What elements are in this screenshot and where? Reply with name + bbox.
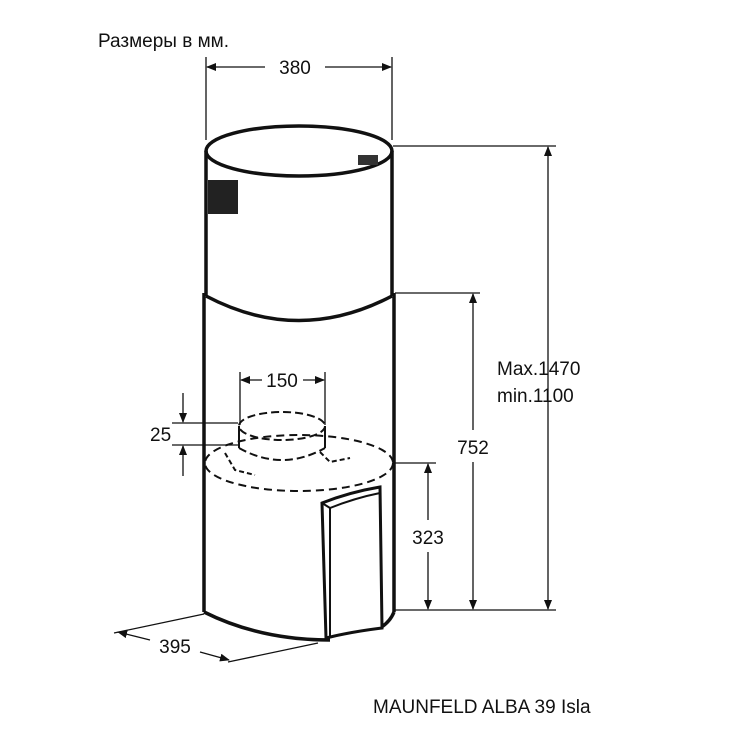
- model-name: MAUNFELD ALBA 39 Isla: [373, 697, 591, 718]
- upper-chimney: [204, 124, 394, 323]
- dimension-lower-section: [395, 462, 436, 610]
- lower-body: [202, 293, 396, 642]
- dimension-label-395: 395: [159, 637, 191, 658]
- dimension-label-380: 380: [279, 58, 311, 79]
- dimension-width-top: [205, 57, 393, 140]
- dimension-label-25: 25: [150, 425, 171, 446]
- dimension-label-150: 150: [266, 371, 298, 392]
- dimension-label-752: 752: [457, 438, 489, 459]
- dimension-outlet-diameter: [239, 372, 326, 425]
- dimension-label-323: 323: [412, 528, 444, 549]
- dimension-total-height: [393, 145, 556, 611]
- dimension-label-min: min.1100: [497, 386, 574, 407]
- dimension-label-max: Max.1470: [497, 359, 580, 380]
- diagram-title: Размеры в мм.: [98, 31, 229, 52]
- dimension-depth: [113, 613, 319, 663]
- dimension-lower-body: [395, 292, 480, 610]
- dimension-outlet-height: [172, 393, 238, 476]
